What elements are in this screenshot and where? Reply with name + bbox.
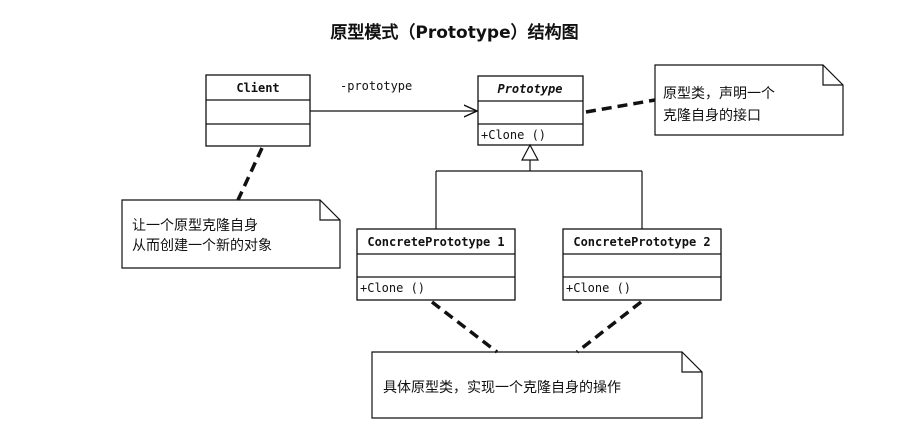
- generalization-arrow: [435, 143, 643, 229]
- concrete-prototype-1-method: +Clone (): [360, 281, 425, 295]
- concrete-prototype-2-class: ConcretePrototype 2 +Clone (): [562, 228, 722, 301]
- concrete-note-connector-1: [430, 300, 499, 354]
- association-label: -prototype: [340, 79, 412, 93]
- client-class-name: Client: [236, 81, 279, 95]
- client-class: Client: [205, 74, 311, 147]
- client-note-connector: [236, 147, 264, 201]
- client-note: 让一个原型克隆自身 从而创建一个新的对象: [121, 199, 341, 269]
- client-note-line1: 让一个原型克隆自身: [132, 218, 258, 234]
- concrete-note: 具体原型类，实现一个克隆自身的操作: [371, 351, 703, 419]
- concrete-prototype-2-name: ConcretePrototype 2: [573, 235, 710, 249]
- concrete-prototype-2-method: +Clone (): [566, 281, 631, 295]
- concrete-prototype-1-name: ConcretePrototype 1: [367, 235, 504, 249]
- prototype-note-connector: [585, 98, 656, 114]
- prototype-class: Prototype +Clone (): [477, 75, 584, 146]
- concrete-prototype-1-class: ConcretePrototype 1 +Clone (): [356, 228, 516, 301]
- client-note-line2: 从而创建一个新的对象: [132, 238, 272, 254]
- prototype-class-name: Prototype: [497, 82, 562, 96]
- prototype-note-line2: 克隆自身的接口: [663, 107, 761, 124]
- diagram-title: 原型模式（Prototype）结构图: [330, 23, 579, 43]
- prototype-note: 原型类，声明一个 克隆自身的接口: [654, 64, 844, 136]
- prototype-note-line1: 原型类，声明一个: [663, 86, 775, 102]
- concrete-note-line1: 具体原型类，实现一个克隆自身的操作: [383, 380, 621, 396]
- concrete-note-connector-2: [575, 300, 643, 354]
- prototype-class-method: +Clone (): [481, 128, 546, 142]
